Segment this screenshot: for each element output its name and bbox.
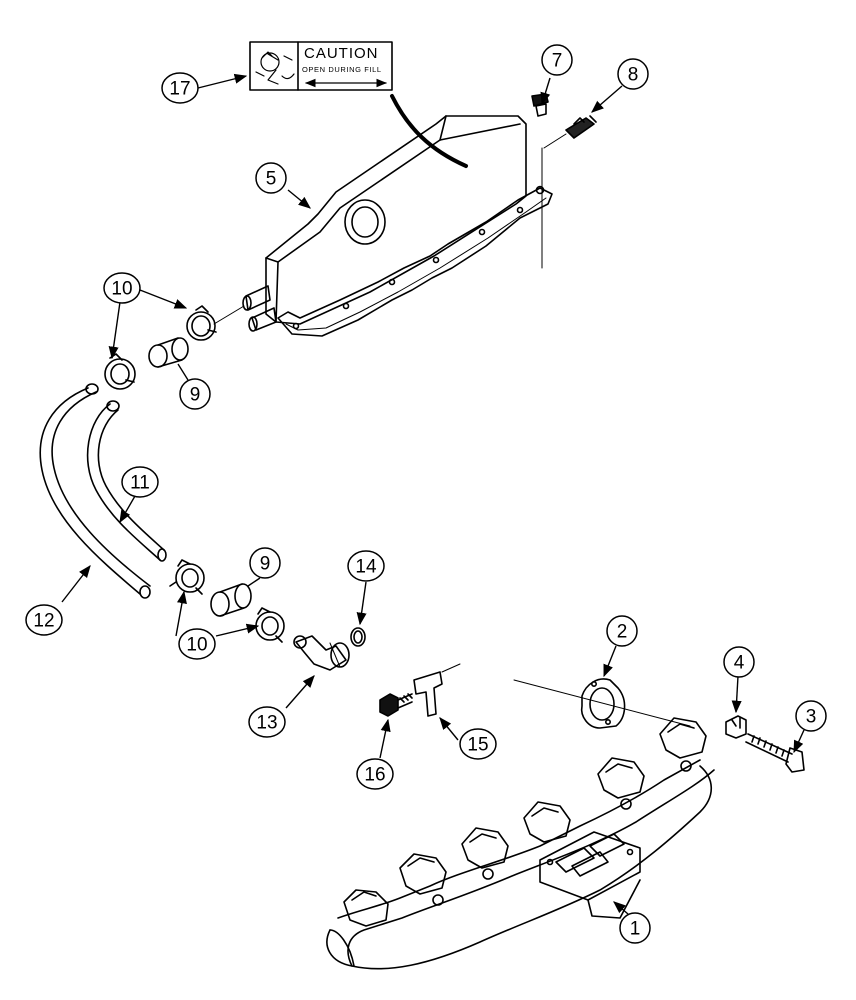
svg-text:3: 3 <box>806 707 817 728</box>
callout-8: 8 <box>617 58 649 90</box>
caution-subtitle: OPEN DURING FILL <box>302 65 382 74</box>
leader-7 <box>540 77 551 106</box>
leader-10-lower-b <box>215 623 260 637</box>
svg-text:15: 15 <box>467 735 488 756</box>
svg-text:7: 7 <box>552 51 563 72</box>
leader-10-upper-b <box>139 289 188 309</box>
callout-7: 7 <box>541 44 573 76</box>
callout-9-lower: 9 <box>249 547 281 579</box>
svg-text:10: 10 <box>111 279 132 300</box>
callout-10-lower: 10 <box>178 628 216 660</box>
bolt-7 <box>531 93 549 117</box>
callout-5: 5 <box>255 162 287 194</box>
tube-11 <box>86 400 167 562</box>
svg-text:11: 11 <box>130 473 150 494</box>
decal-location-curve <box>390 94 468 168</box>
leader-8 <box>591 85 623 113</box>
caution-pictogram <box>255 51 295 85</box>
leader-12 <box>61 565 91 603</box>
svg-text:16: 16 <box>364 765 385 786</box>
o-ring-14 <box>350 627 366 647</box>
hose-clamp-lower-left <box>169 559 205 595</box>
svg-text:13: 13 <box>256 713 277 734</box>
leader-14 <box>356 581 367 626</box>
callout-2: 2 <box>606 615 638 647</box>
leader-9-lower <box>247 577 261 587</box>
svg-text:12: 12 <box>33 611 54 632</box>
leader-3 <box>793 729 805 754</box>
svg-text:17: 17 <box>169 79 190 100</box>
bracket-15 <box>413 663 461 717</box>
leader-15 <box>439 717 459 741</box>
callout-15: 15 <box>459 728 497 760</box>
hose-clamp-upper-left <box>104 353 136 390</box>
hose-clamp-lower-right <box>255 607 285 643</box>
bolt-16 <box>379 693 413 717</box>
gasket-2 <box>513 678 691 729</box>
callout-4: 4 <box>723 646 755 678</box>
hose-9-upper <box>148 337 189 368</box>
tube-12 <box>39 383 151 599</box>
caution-title: CAUTION <box>304 45 379 62</box>
callout-13: 13 <box>248 706 286 738</box>
elbow-fitting-13 <box>293 635 350 671</box>
svg-text:9: 9 <box>190 385 201 406</box>
leader-10-lower-a <box>175 590 187 637</box>
callout-11: 11 <box>121 466 159 498</box>
callout-12: 12 <box>25 604 63 636</box>
callout-17: 17 <box>161 72 199 104</box>
leader-16 <box>379 718 391 759</box>
svg-text:1: 1 <box>630 919 641 940</box>
hose-9-lower <box>210 583 252 617</box>
caution-decal: CAUTION OPEN DURING FILL <box>249 41 393 91</box>
leader-9-upper <box>177 363 189 381</box>
callout-14: 14 <box>347 550 385 582</box>
svg-text:8: 8 <box>628 65 639 86</box>
exhaust-manifold-1 <box>326 717 715 970</box>
callout-10-upper: 10 <box>103 272 141 304</box>
leader-11 <box>119 495 136 524</box>
callout-3: 3 <box>795 700 827 732</box>
svg-text:4: 4 <box>734 653 745 674</box>
leader-17 <box>197 73 248 89</box>
hose-clamp-upper-right <box>186 305 245 341</box>
coolant-housing <box>242 115 553 337</box>
clip-4 <box>725 715 747 739</box>
leader-2 <box>603 645 617 678</box>
leader-lines <box>61 73 805 915</box>
fitting-8 <box>543 115 597 149</box>
leader-13 <box>285 675 315 709</box>
svg-text:5: 5 <box>266 169 277 190</box>
svg-text:10: 10 <box>186 635 207 656</box>
svg-text:14: 14 <box>355 557 377 578</box>
callout-9-upper: 9 <box>179 378 211 410</box>
leader-4 <box>731 675 742 714</box>
leader-1 <box>613 901 629 915</box>
leader-5 <box>287 189 311 209</box>
callout-1: 1 <box>619 912 651 944</box>
svg-text:9: 9 <box>260 554 271 575</box>
leader-10-upper-a <box>108 301 121 360</box>
svg-text:2: 2 <box>617 622 628 643</box>
bolt-3 <box>745 733 805 773</box>
callout-16: 16 <box>356 758 394 790</box>
